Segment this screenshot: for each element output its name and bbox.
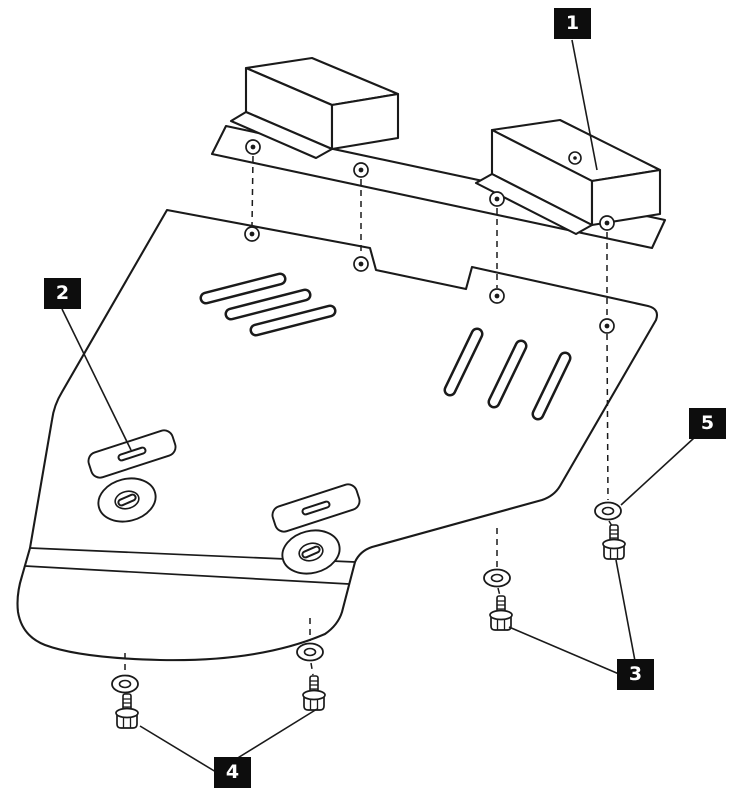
leader-3a [615,559,636,662]
callout-2: 2 [44,278,81,309]
skid-plate [16,208,659,662]
mounting-pad-2 [271,483,361,533]
vent-slots-right [443,327,572,421]
leader-2 [61,308,132,451]
vent-slots-left [199,272,337,337]
bolt-front-left [115,693,139,729]
leader-lines [61,39,695,773]
bracket-right [474,118,662,236]
washer-middle [483,568,511,588]
callout-5: 5 [689,408,726,439]
grommet-2 [281,529,341,575]
skid-plate-outline [16,208,659,662]
alignment-dashed-lines [124,155,613,676]
leader-1 [571,39,598,171]
washer-right [594,501,622,521]
callout-1: 1 [554,8,591,39]
bracket-left [229,56,400,160]
bend-line-2 [24,565,350,585]
callout-3: 3 [617,659,654,690]
cross-member-holes [245,139,615,231]
leader-4a [139,725,217,773]
leader-4b [235,708,318,760]
leader-3b [508,626,620,675]
mounting-pad-1 [87,429,177,479]
washer-front-right [296,642,324,662]
bolt-right [602,524,626,560]
leader-5 [620,437,695,506]
callout-4: 4 [214,757,251,788]
bolt-middle [489,595,513,631]
washer-front-left [111,674,139,694]
plate-holes [244,226,615,334]
bolt-front-right [302,675,326,711]
grommet-1 [97,477,157,523]
